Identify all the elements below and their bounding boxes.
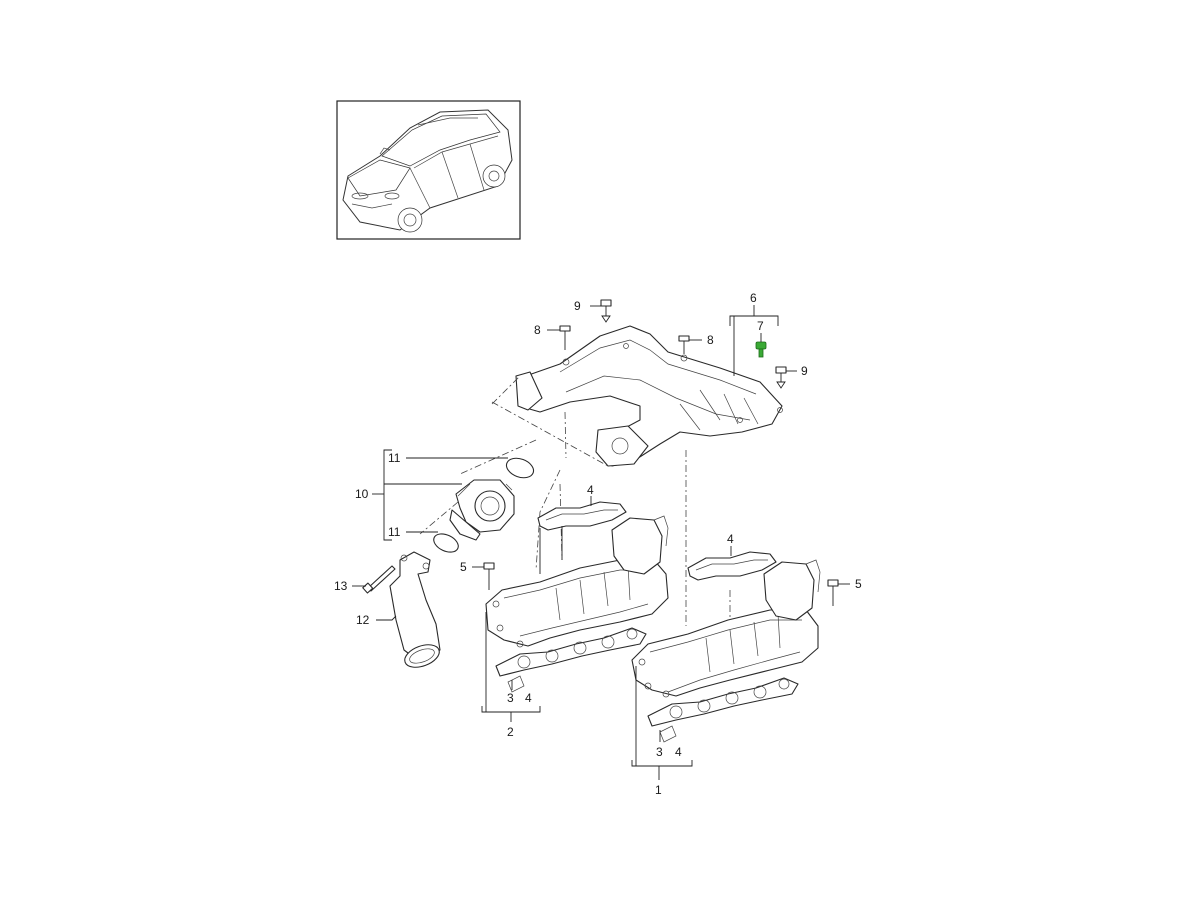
intake-distributor-upper xyxy=(515,325,783,467)
leader-lines xyxy=(352,305,850,780)
callout-8-left: 8 xyxy=(534,323,541,337)
callout-11-top: 11 xyxy=(388,451,401,465)
gasket-top-left xyxy=(537,501,627,531)
screw-8-left xyxy=(559,325,571,350)
callout-9-top: 9 xyxy=(574,299,581,313)
callout-12: 12 xyxy=(356,613,370,627)
callout-4-top-left: 4 xyxy=(587,483,594,497)
callout-13: 13 xyxy=(334,579,348,593)
callout-4-right: 4 xyxy=(675,745,682,759)
intake-manifold-right xyxy=(631,559,821,698)
callout-7: 7 xyxy=(757,319,764,333)
vehicle-thumbnail xyxy=(336,100,521,240)
port-gasket-right xyxy=(647,677,799,743)
bolt-5-left xyxy=(483,562,495,590)
callout-5-right: 5 xyxy=(855,577,862,591)
callout-4-top-right: 4 xyxy=(727,532,734,546)
callout-3-left: 3 xyxy=(507,691,514,705)
gasket-top-right xyxy=(687,551,777,581)
port-gasket-left xyxy=(495,627,647,693)
callout-11-bottom: 11 xyxy=(388,525,401,539)
callout-8-right: 8 xyxy=(707,333,714,347)
callout-1: 1 xyxy=(655,783,662,797)
callout-6: 6 xyxy=(750,291,757,305)
callout-4-left: 4 xyxy=(525,691,532,705)
screw-9-right xyxy=(775,366,787,389)
intake-pipe xyxy=(389,551,441,668)
callout-10: 10 xyxy=(355,487,369,501)
screw-7-highlighted xyxy=(755,341,767,358)
throttle-body xyxy=(449,479,515,541)
callout-labels: 9 8 6 7 8 9 11 10 11 4 4 5 5 13 12 3 4 2… xyxy=(334,291,862,797)
callout-2: 2 xyxy=(507,725,514,739)
callout-9-right: 9 xyxy=(801,364,808,378)
o-ring-seal-top xyxy=(505,457,535,479)
intake-manifold-left xyxy=(485,515,669,648)
callout-5-left: 5 xyxy=(460,560,467,574)
screw-9-top xyxy=(600,299,612,323)
o-ring-seal-bottom xyxy=(433,533,459,553)
suv-vehicle-icon xyxy=(342,109,513,233)
callout-3-right: 3 xyxy=(656,745,663,759)
screw-8-right xyxy=(678,335,690,354)
hex-bolt-long xyxy=(362,565,396,594)
bolt-5-right xyxy=(827,579,839,606)
